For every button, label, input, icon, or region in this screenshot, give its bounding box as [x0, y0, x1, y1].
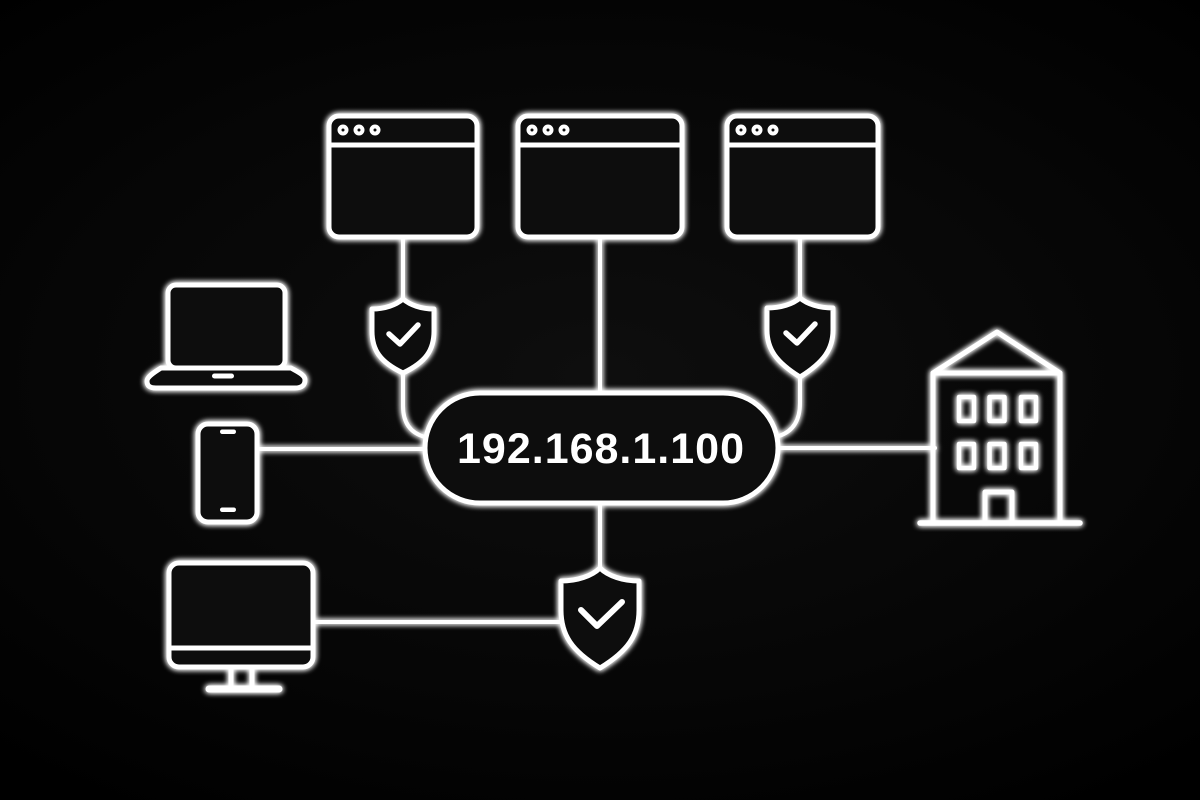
building-window [1018, 441, 1039, 471]
browser-window-icon [724, 113, 881, 240]
connector-shield1-ip-node [401, 369, 427, 439]
smartphone-icon [195, 421, 260, 525]
window-control-dots [337, 124, 381, 136]
window-control-dot [369, 124, 381, 136]
checkmark [578, 599, 625, 629]
shield-outline [558, 565, 642, 671]
ip-pill-outline [422, 390, 781, 506]
window-control-dot [337, 124, 349, 136]
building-window [956, 441, 977, 471]
browser-window-frame [515, 113, 685, 240]
window-control-dot [767, 124, 779, 136]
ip-address-node: 192.168.1.100 [422, 390, 781, 506]
shield-outline [369, 296, 437, 376]
connector-lines [255, 235, 937, 624]
desktop-monitor-icon [166, 560, 316, 693]
laptop-screen [165, 282, 288, 371]
checkmark [783, 321, 818, 346]
shield-check-icon [764, 295, 836, 380]
building-window [987, 394, 1007, 424]
building-walls [930, 370, 1063, 526]
browser-window-icon [326, 113, 480, 240]
window-control-dots [735, 124, 779, 136]
building-icon [917, 329, 1083, 526]
laptop-icon [144, 282, 308, 391]
window-control-dot [735, 124, 747, 136]
phone-home-bar [220, 507, 236, 512]
checkmark [386, 322, 421, 347]
monitor-screen [166, 560, 316, 670]
browser-window-icon [515, 113, 685, 240]
window-control-dot [353, 124, 365, 136]
ip-address-label: 192.168.1.100 [457, 425, 745, 473]
building-window [956, 394, 977, 424]
browser-window-frame [326, 113, 480, 240]
laptop-trackpad-notch [212, 373, 234, 379]
building-window [1018, 394, 1039, 424]
phone-speaker [220, 429, 236, 434]
connector-shield2-ip-node [777, 373, 802, 438]
window-control-dot [751, 124, 763, 136]
building-roof [930, 329, 1063, 376]
shield-check-icon [558, 565, 642, 671]
browser-window-frame [724, 113, 881, 240]
window-control-dot [558, 124, 570, 136]
shield-check-icon [369, 296, 437, 376]
building-windows [956, 394, 1039, 471]
phone-body [195, 421, 260, 525]
building-window [987, 441, 1007, 471]
building-door [982, 489, 1015, 526]
window-control-dot [526, 124, 538, 136]
window-control-dot [542, 124, 554, 136]
window-control-dots [526, 124, 570, 136]
